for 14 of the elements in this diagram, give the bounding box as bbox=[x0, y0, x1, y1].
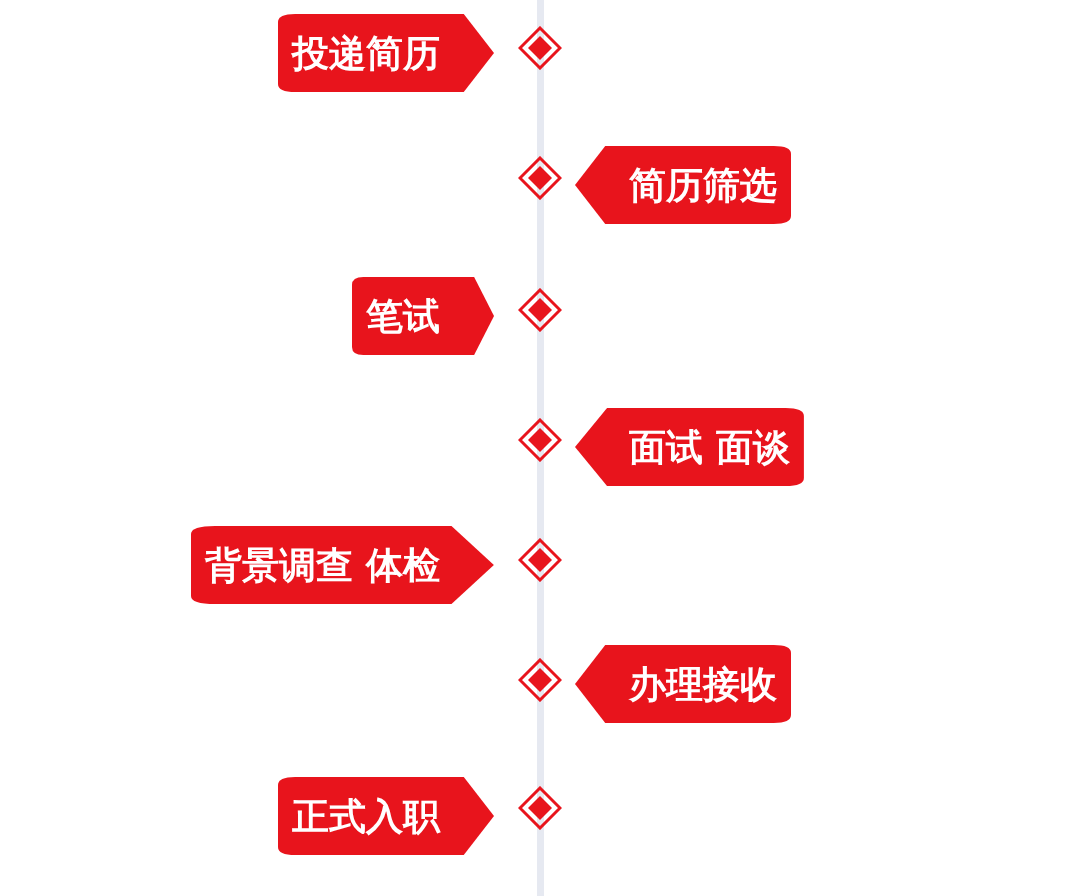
step-label: 正式入职 bbox=[292, 797, 440, 835]
step-tag bbox=[191, 526, 494, 604]
step-tag bbox=[352, 277, 494, 355]
step-tag bbox=[575, 408, 804, 486]
step-label: 简历筛选 bbox=[629, 166, 777, 204]
step-label: 投递简历 bbox=[292, 34, 440, 72]
step-label: 办理接收 bbox=[629, 665, 777, 703]
step-tag bbox=[575, 146, 791, 224]
step-tag bbox=[278, 777, 494, 855]
step-label: 笔试 bbox=[366, 297, 440, 335]
step-tag bbox=[278, 14, 494, 92]
step-tag bbox=[575, 645, 791, 723]
step-label: 背景调查 体检 bbox=[205, 546, 440, 584]
step-label: 面试 面谈 bbox=[629, 428, 790, 466]
